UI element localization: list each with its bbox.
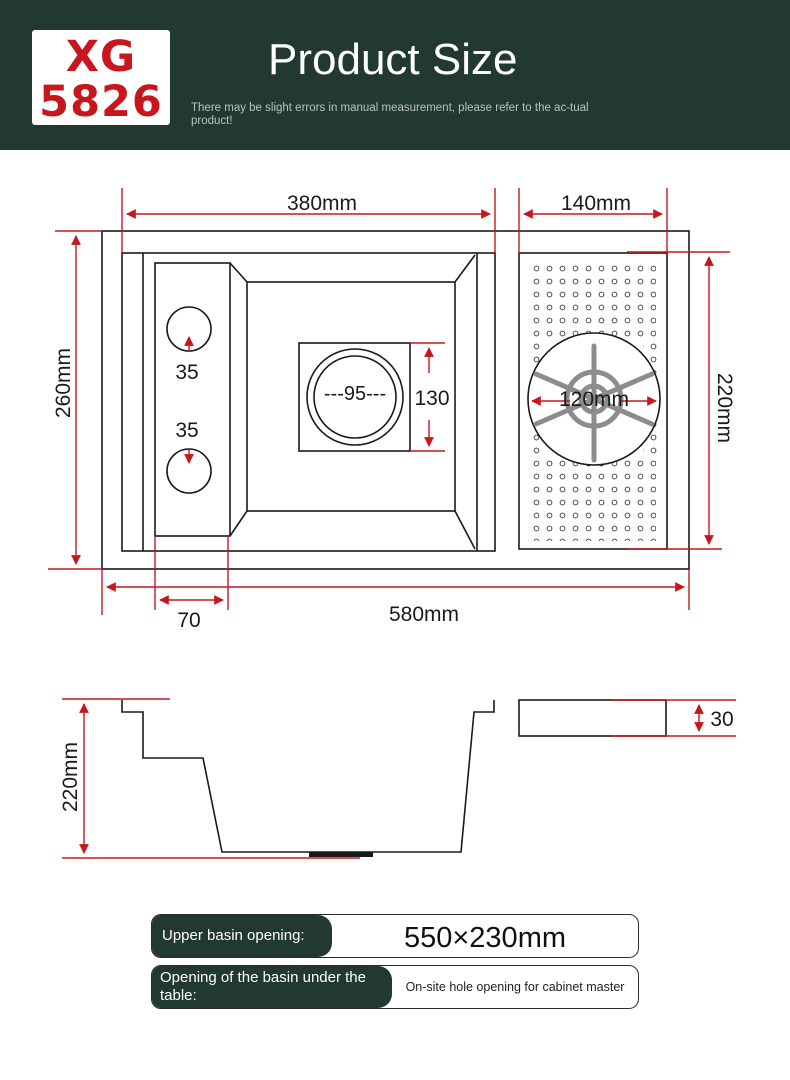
drain-diameter-label: ---95--- — [324, 383, 386, 405]
total-depth-label: 260mm — [52, 348, 75, 418]
drain-board-outline — [518, 252, 668, 550]
tray-width-label: 70 — [177, 609, 200, 632]
upper-opening-value: 550×230mm — [403, 922, 567, 954]
side-tray — [154, 262, 231, 537]
brand-logo: XG 5826 — [32, 30, 170, 125]
dimension-lines-top — [48, 188, 730, 615]
sink-technical-drawing: 380mm 140mm 260mm 220mm 580mm 70 35 35 -… — [48, 188, 736, 859]
burner-rack — [527, 332, 661, 466]
drain-box-label: 130 — [414, 387, 449, 410]
upper-opening-spec: Upper basin opening: 550×230mm — [151, 914, 639, 958]
undermount-opening-label: Opening of the basin under the table: — [152, 966, 392, 1008]
hole1-label: 35 — [175, 361, 198, 384]
burner-label: 120mm — [559, 388, 629, 411]
undermount-opening-spec: Opening of the basin under the table: On… — [151, 965, 639, 1009]
drain-inner — [313, 355, 397, 439]
perforation-top — [530, 262, 656, 340]
drain-outer — [306, 348, 404, 446]
drain-outlet — [309, 852, 373, 857]
basin-width-label: 380mm — [287, 192, 357, 215]
logo-text-line2: 5826 — [39, 77, 163, 127]
total-width-label: 580mm — [389, 603, 459, 626]
basin-profile — [121, 700, 495, 853]
board-height-label: 30 — [710, 708, 733, 731]
basin-floor — [246, 281, 456, 512]
board-depth-label: 220mm — [713, 373, 736, 443]
perforation-bottom — [530, 457, 656, 541]
measurement-disclaimer: There may be slight errors in manual mea… — [191, 102, 589, 127]
logo-text-line1: XG — [65, 32, 137, 82]
drain-box — [298, 342, 411, 452]
upper-opening-label: Upper basin opening: — [152, 915, 332, 957]
page-title: Product Size — [268, 35, 518, 84]
drain-board-profile — [518, 699, 667, 737]
basin-outline — [121, 252, 496, 552]
board-width-label: 140mm — [561, 192, 631, 215]
sink-outer-outline — [101, 230, 690, 570]
undermount-opening-value: On-site hole opening for cabinet master — [405, 980, 625, 994]
dimension-lines-side — [62, 698, 736, 859]
hole2-label: 35 — [175, 419, 198, 442]
basin-height-label: 220mm — [59, 742, 82, 812]
side-view — [121, 699, 667, 853]
header-banner: XG 5826 Product Size There may be slight… — [0, 0, 790, 150]
